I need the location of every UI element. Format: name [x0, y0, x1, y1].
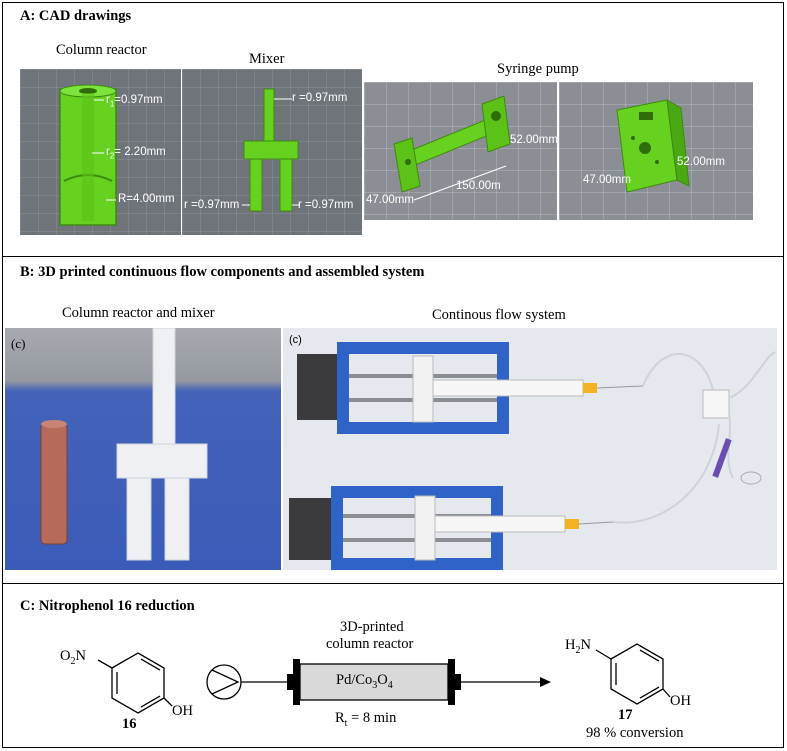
mixer-cad-panel: r =0.97mm r =0.97mm r =0.97mm — [182, 69, 362, 235]
section-divider-ab — [2, 256, 784, 257]
mixer-top-radius: r =0.97mm — [292, 92, 348, 104]
outlet-arrow — [461, 677, 551, 687]
mixer-cad-drawing — [242, 88, 300, 212]
r1-dimension: r1=0.97mm — [106, 94, 163, 109]
pump2-depth-dimension: 47.00mm — [583, 174, 631, 186]
R-dimension: R=4.00mm — [118, 193, 175, 205]
catalyst-label: Pd/Co3O4 — [336, 672, 393, 691]
photo1-label: (c) — [11, 336, 26, 351]
photo-column-reactor-and-mixer: (c) — [5, 328, 281, 570]
column-reactor-cad-drawing — [59, 84, 117, 226]
pump1-height-dimension: 52.00mm — [510, 134, 557, 146]
product-amine-group: H2N — [565, 637, 591, 656]
residence-time-label: Rt = 8 min — [335, 710, 397, 729]
mixer-caption: Mixer — [249, 51, 285, 67]
section-a-title: A: CAD drawings — [20, 8, 132, 24]
photo2-label: (c) — [289, 334, 302, 346]
pump2-height-dimension: 52.00mm — [677, 156, 725, 168]
section-c-title: C: Nitrophenol 16 reduction — [20, 598, 195, 614]
syringe-pump-cad-drawing-1 — [393, 95, 511, 201]
column-reactor-caption: Column reactor — [56, 42, 147, 58]
syringe-pump-caption: Syringe pump — [497, 61, 579, 77]
syringe-pump-cad-panel-1: 52.00mm 150.00m 47.00mm — [364, 82, 557, 220]
photo2-illustration — [289, 342, 776, 570]
syringe-pump-cad-panel-2: 52.00mm 47.00mm — [559, 82, 753, 220]
pump-symbol — [206, 664, 290, 700]
reactor-label-line2: column reactor — [326, 636, 414, 652]
pump1-width-dimension: 150.00m — [456, 180, 501, 192]
section-divider-bc — [2, 583, 784, 584]
column-reactor-symbol — [287, 659, 461, 705]
product-benzene-ring — [595, 643, 671, 705]
photo1-illustration — [40, 328, 208, 561]
mixer-right-radius: r =0.97mm — [298, 199, 354, 211]
column-reactor-cad-panel: r1=0.97mm r2= 2.20mm R=4.00mm — [20, 69, 181, 235]
section-b-title: B: 3D printed continuous flow components… — [20, 264, 425, 280]
reactant-compound-number: 16 — [122, 716, 137, 732]
photo-continuous-flow-system: (c) — [283, 328, 777, 570]
syringe-pump-cad-drawing-2 — [616, 99, 690, 193]
reactant-nitro-group: O2N — [60, 648, 86, 667]
photo1-caption: Column reactor and mixer — [62, 305, 215, 321]
conversion-label: 98 % conversion — [586, 725, 684, 741]
reactor-label-line1: 3D-printed — [340, 619, 404, 635]
reactant-hydroxyl-group: OH — [172, 703, 193, 719]
r2-dimension: r2= 2.20mm — [106, 146, 166, 161]
product-compound-number: 17 — [618, 707, 633, 723]
pump1-depth-dimension: 47.00mm — [366, 194, 414, 206]
photo2-caption: Continous flow system — [432, 307, 566, 323]
reactant-benzene-ring — [97, 652, 173, 714]
product-hydroxyl-group: OH — [670, 693, 691, 709]
mixer-left-radius: r =0.97mm — [184, 199, 240, 211]
